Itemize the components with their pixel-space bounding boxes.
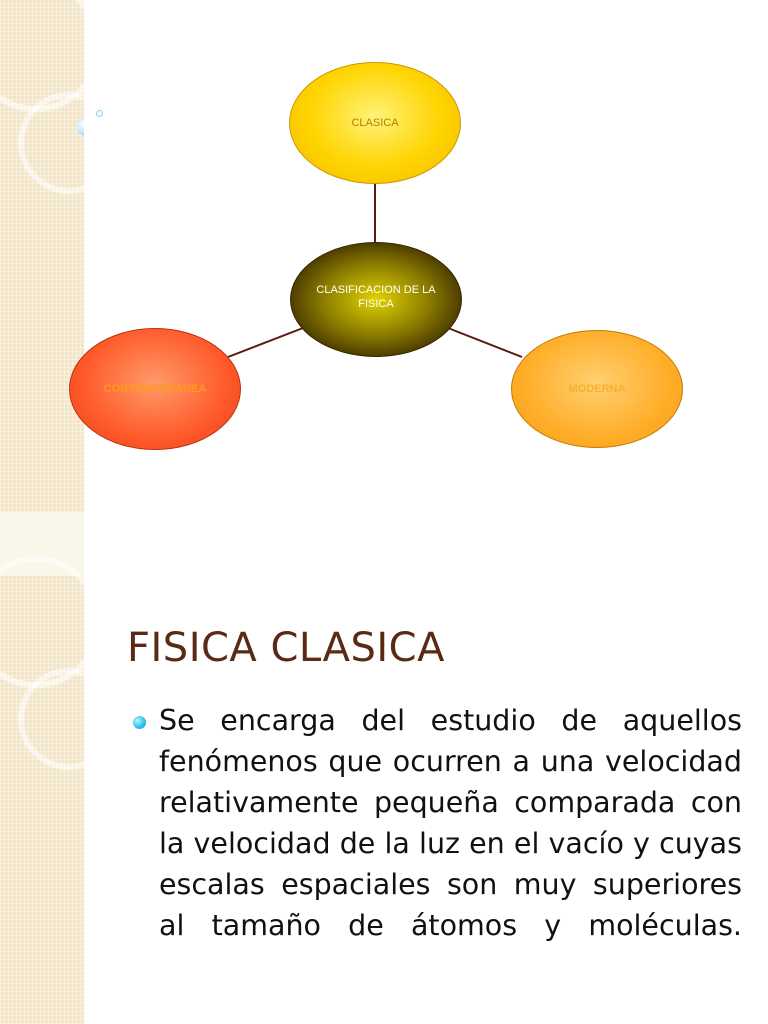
bullet-icon (133, 716, 146, 729)
classification-diagram: CLASICA CLASIFICACION DE LA FISICA CONTE… (69, 62, 683, 450)
node-contemporanea: CONTEMPORANEA (69, 328, 241, 450)
node-moderna: MODERNA (511, 330, 683, 448)
decorative-side-band (0, 0, 84, 1024)
decorative-ring (18, 92, 84, 194)
node-contemporanea-label: CONTEMPORANEA (103, 383, 207, 395)
node-center-label: CLASIFICACION DE LA FISICA (316, 283, 436, 310)
decorative-ring (18, 668, 84, 770)
diagram-connectors (227, 184, 523, 358)
node-clasica: CLASICA (289, 62, 461, 184)
bubble-icon (77, 118, 84, 136)
connector-right (447, 327, 523, 358)
slide-title: FISICA CLASICA (127, 625, 445, 671)
node-moderna-label: MODERNA (568, 383, 626, 395)
bubble-icon (96, 110, 103, 117)
bullet-text: Se encarga del estudio de aquellos fenóm… (159, 704, 742, 942)
node-clasica-label: CLASICA (351, 117, 399, 129)
node-center: CLASIFICACION DE LA FISICA (290, 242, 462, 357)
connector-left (227, 327, 304, 358)
